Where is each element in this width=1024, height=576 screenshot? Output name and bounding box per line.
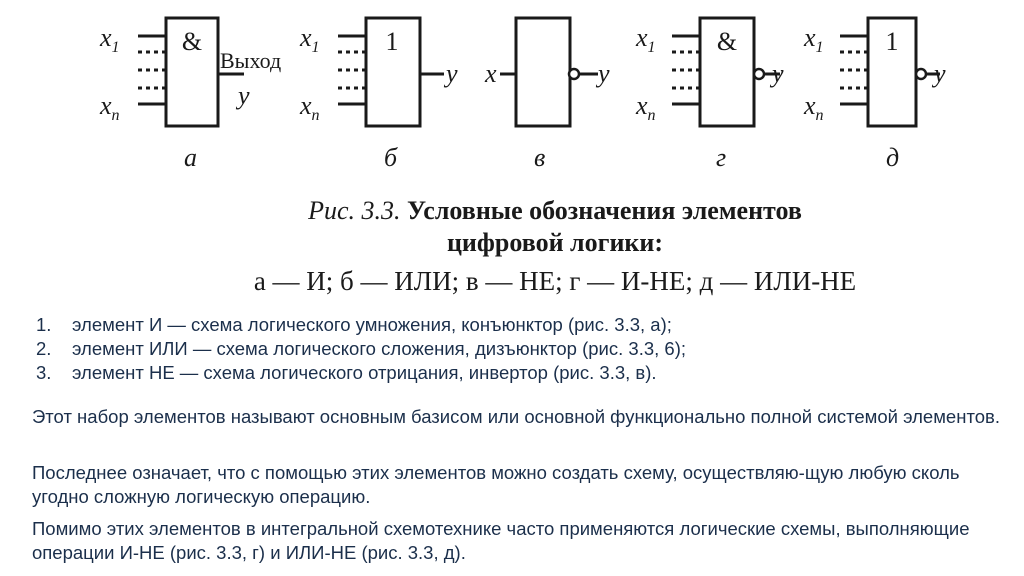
- input-var: x: [484, 59, 497, 88]
- input-xn-label: xn: [803, 91, 824, 124]
- paragraph-meaning: Последнее означает, что с помощью этих э…: [32, 462, 960, 507]
- panel-label-v: в: [534, 143, 545, 172]
- caption-legend: а — И; б — ИЛИ; в — НЕ; г — И-НЕ; д — ИЛ…: [253, 266, 857, 296]
- caption-label: Рис. 3.3.: [308, 196, 401, 225]
- paragraph-basis: Этот набор элементов называют основным б…: [32, 406, 1000, 427]
- gate-nor: 1 x1 xn y д: [803, 16, 946, 172]
- input-xn-label: xn: [99, 91, 120, 124]
- gate-nand: & x1 xn y г: [635, 16, 784, 172]
- input-x1-label: x1: [299, 23, 320, 56]
- caption-line-1: Рис. 3.3. Условные обозначения элементов: [0, 196, 1024, 226]
- gate-and: & x1 xn Выход y а: [99, 16, 281, 172]
- gate-symbol: &: [182, 27, 202, 56]
- caption-title-2: цифровой логики:: [446, 228, 664, 257]
- gate-symbol: 1: [886, 27, 899, 56]
- input-x1-label: x1: [803, 23, 824, 56]
- output-label: Выход: [220, 48, 281, 73]
- list-item: 2.элемент ИЛИ — схема логического сложен…: [36, 338, 686, 359]
- gate-or: 1 x1 xn y б: [299, 16, 458, 172]
- output-var: y: [235, 81, 250, 110]
- paragraph-nand-nor: Помимо этих элементов в интегральной схе…: [32, 518, 970, 563]
- panel-label-a: а: [184, 143, 197, 172]
- element-list: 1.элемент И — схема логического умножени…: [36, 313, 686, 385]
- output-var: y: [443, 59, 458, 88]
- list-item: 3.элемент НЕ — схема логического отрицан…: [36, 362, 657, 383]
- gate-symbol: &: [717, 27, 737, 56]
- input-x1-label: x1: [635, 23, 656, 56]
- logic-gates-figure: & x1 xn Выход y а 1 x1 xn y б x y в: [99, 16, 946, 172]
- gate-not: x y в: [484, 16, 610, 172]
- panel-label-d: д: [886, 143, 899, 172]
- input-xn-label: xn: [635, 91, 656, 124]
- gate-symbol: 1: [386, 27, 399, 56]
- input-xn-label: xn: [299, 91, 320, 124]
- input-x1-label: x1: [99, 23, 120, 56]
- output-var: y: [595, 59, 610, 88]
- panel-label-b: б: [384, 143, 398, 172]
- output-var: y: [769, 59, 784, 88]
- output-var: y: [931, 59, 946, 88]
- caption-line-2: цифровой логики:: [0, 228, 1024, 258]
- list-item: 1.элемент И — схема логического умножени…: [36, 314, 672, 335]
- panel-label-g: г: [716, 143, 726, 172]
- caption-title-1: Условные обозначения элементов: [407, 196, 802, 225]
